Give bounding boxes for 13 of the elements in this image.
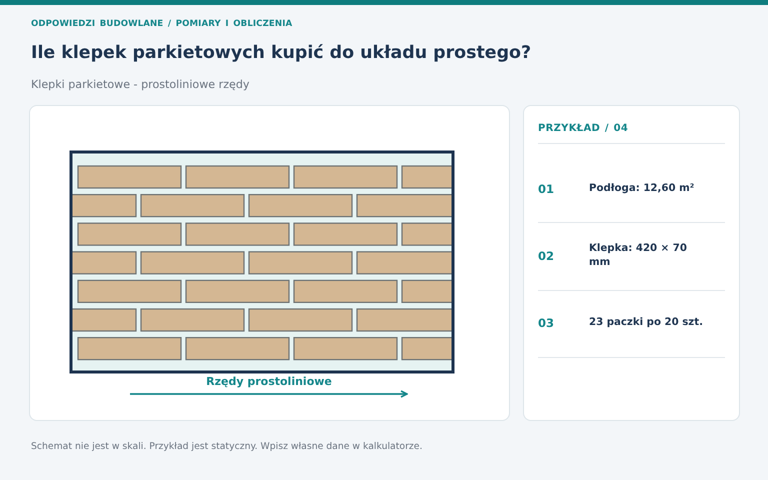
- breadcrumb-text: ODPOWIEDZI BUDOWLANE / POMIARY I OBLICZENIA: [31, 19, 292, 29]
- card-heading: PRZYKŁAD / 04: [538, 123, 628, 134]
- step-text: 23 paczki po 20 szt.: [589, 316, 704, 330]
- step-number: 01: [538, 182, 556, 196]
- step-text: Klepka: 420 × 70 mm: [589, 242, 688, 270]
- step-number: 03: [538, 316, 556, 330]
- step-number: 02: [538, 248, 556, 263]
- footnote-text: Schemat nie jest w skali. Przykład jest statyczny. Wpisz własne dane w kalkulatorze.: [31, 441, 422, 452]
- subtitle-text: Klepki parkietowe - prostoliniowe rzędy: [31, 78, 250, 91]
- arrow-label: Rzędy prostoliniowe: [205, 375, 333, 388]
- step-text: Podłoga: 12,60 m²: [589, 182, 696, 196]
- example-card: [523, 105, 740, 421]
- page-title: Ile klepek parkietowych kupić do układu prostego?: [31, 43, 532, 63]
